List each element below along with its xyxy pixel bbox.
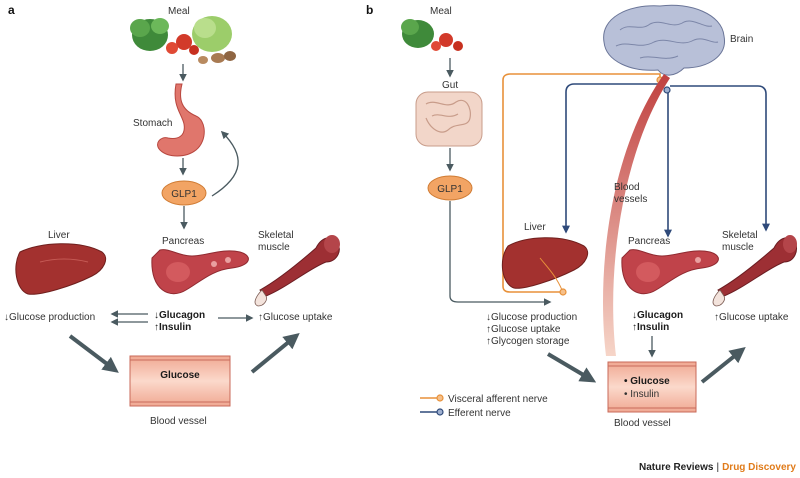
arrow-liver-vessel-a [68,334,119,373]
skeletal-muscle-label-a-2: muscle [258,242,290,253]
glucose-label-a: Glucose [160,370,200,381]
visceral-afferent-nerve-path [502,73,661,293]
glucagon-label-a: ↓Glucagon [154,310,205,321]
brain-label: Brain [730,34,753,45]
glucose-uptake-label-b: ↑Glucose uptake [714,312,789,323]
skeletal-muscle-label-a-1: Skeletal [258,230,294,241]
liver-label-b: Liver [524,222,546,233]
skeletal-muscle-label-b-1: Skeletal [722,230,758,241]
arrow-vessel-muscle-a [250,332,300,374]
legend-visceral-label: Visceral afferent nerve [448,394,548,405]
vessel-insulin-label-b: • Insulin [624,389,659,400]
glucagon-label-b: ↓Glucagon [632,310,683,321]
glp1-label-a: GLP1 [171,189,197,200]
blood-vessel-a [129,355,231,407]
liver-effect-1: ↓Glucose production [486,312,577,323]
footer-section: Drug Discovery [722,462,796,473]
efferent-nerve-to-liver [562,83,664,234]
vessel-glucose-label-b: • Glucose [624,376,670,387]
afferent-node-liver [559,288,567,296]
brain-blood-vessel [603,74,670,356]
blood-vessel-label-a: Blood vessel [150,416,207,427]
blood-vessels-label-1: Blood [614,182,640,193]
skeletal-muscle-label-b-2: muscle [722,242,754,253]
efferent-node-brain [663,86,671,94]
muscle-illustration-b [712,235,797,307]
glucose-uptake-label-a: ↑Glucose uptake [258,312,333,323]
liver-illustration-b [501,237,589,291]
meal-illustration-b [401,19,463,51]
panel-b-letter: b [366,3,373,17]
brain-illustration [603,4,725,76]
meal-illustration-a [130,16,236,64]
gut-label: Gut [442,80,458,91]
liver-effect-3: ↑Glycogen storage [486,336,570,347]
glucose-production-label-a: ↓Glucose production [4,312,95,323]
stomach-illustration [157,83,205,157]
blood-vessel-label-b: Blood vessel [614,418,671,429]
meal-label-b: Meal [430,6,452,17]
footer: Nature Reviews|Drug Discovery [639,462,796,473]
gut-illustration [415,91,483,147]
arrow-liver-vessel-b [546,352,597,383]
glp1-label-b: GLP1 [437,184,463,195]
footer-separator: | [716,462,719,473]
muscle-illustration-a [254,235,340,307]
meal-label-a: Meal [168,6,190,17]
arrow-glp1-liver-b [449,201,552,306]
stomach-label: Stomach [133,118,172,129]
footer-journal: Nature Reviews [639,462,714,473]
legend: Visceral afferent nerve Efferent nerve [420,394,548,419]
blood-vessels-label-2: vessels [614,194,647,205]
pancreas-illustration-a [151,249,249,295]
insulin-label-a: ↑Insulin [154,322,191,333]
liver-illustration-a [15,243,107,295]
legend-efferent-label: Efferent nerve [448,408,511,419]
insulin-label-b: ↑Insulin [632,322,669,333]
glp1-node-b [427,175,473,201]
glp1-node-a [161,180,207,206]
liver-label-a: Liver [48,230,70,241]
pancreas-illustration-b [621,249,719,295]
pancreas-label-a: Pancreas [162,236,204,247]
liver-effect-2: ↑Glucose uptake [486,324,561,335]
arrow-vessel-muscle-b [700,347,746,384]
panel-a-letter: a [8,3,15,17]
arrow-glp1-feedback-stomach [211,130,239,197]
blood-vessel-b [607,361,697,413]
efferent-nerve-to-muscle [670,85,770,232]
pancreas-label-b: Pancreas [628,236,670,247]
